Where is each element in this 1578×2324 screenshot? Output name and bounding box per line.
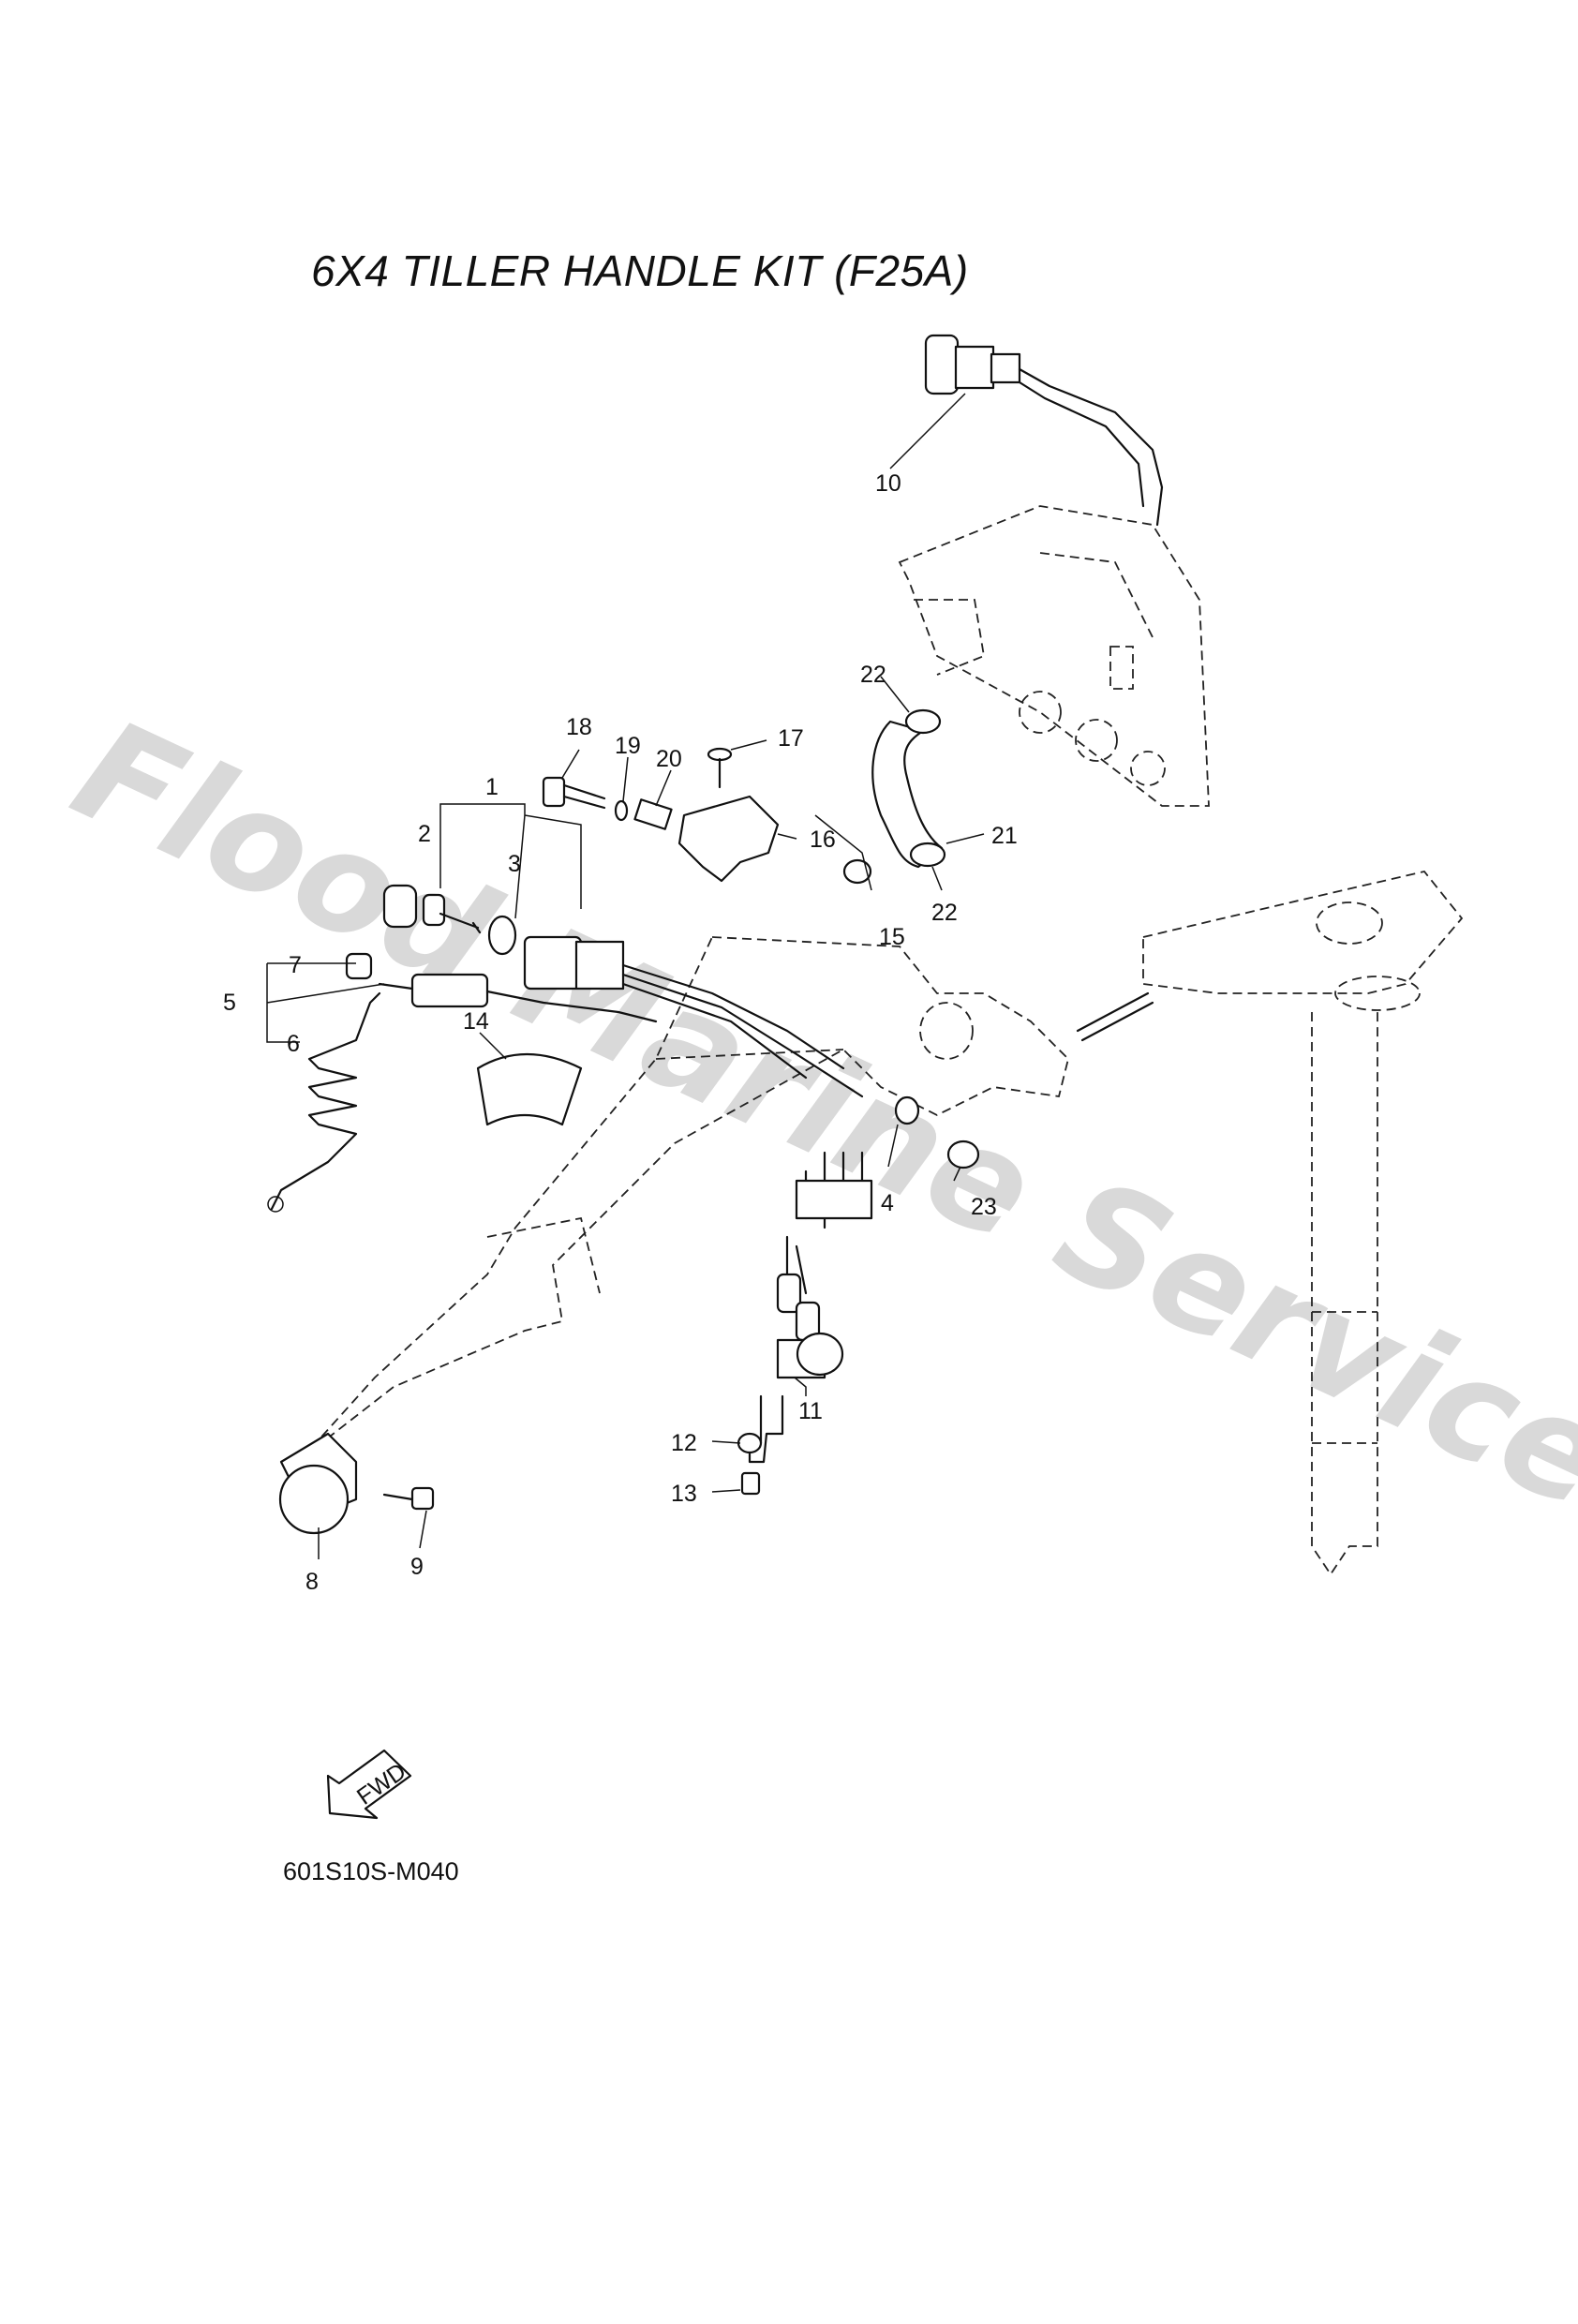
callout-4: 4 [881, 1190, 894, 1216]
callout-2: 2 [418, 821, 431, 847]
leader-lines [266, 393, 985, 1559]
lanyard-cord [267, 991, 381, 1213]
tiller-handle-outline [290, 936, 1069, 1472]
ignition-key [422, 893, 482, 934]
callout-14: 14 [463, 1008, 489, 1035]
callout-19: 19 [615, 733, 641, 759]
self-locking-nut [946, 1140, 980, 1169]
callout-5: 5 [223, 990, 236, 1016]
relay-unit [776, 1332, 844, 1379]
callout-11: 11 [798, 1398, 823, 1424]
throttle-grip [278, 1432, 358, 1535]
engine-stop-switch [345, 952, 658, 1023]
callout-21: 21 [991, 823, 1018, 849]
callout-10: 10 [875, 470, 901, 497]
switch-nut [487, 915, 517, 956]
callout-12: 12 [671, 1430, 697, 1456]
callout-3: 3 [508, 851, 521, 877]
page-title: 6X4 TILLER HANDLE KIT (F25A) [311, 246, 969, 295]
callout-22-upper: 22 [860, 662, 886, 688]
callout-18: 18 [566, 714, 592, 740]
callout-23: 23 [971, 1194, 997, 1220]
screw [707, 747, 733, 789]
callout-16: 16 [810, 827, 836, 853]
fwd-direction-arrow: FWD [326, 1749, 412, 1820]
upper-bracket-outline [898, 505, 1210, 807]
callout-9: 9 [410, 1554, 424, 1580]
ground-screw [740, 1471, 761, 1496]
callout-7: 7 [289, 952, 302, 978]
cable-holder [677, 795, 780, 883]
protector-hose [871, 708, 946, 869]
grommet-cover [476, 1053, 583, 1126]
callout-8: 8 [305, 1569, 319, 1595]
callout-17: 17 [778, 725, 804, 752]
wire-clamp [894, 1095, 920, 1125]
callout-13: 13 [671, 1481, 697, 1507]
steering-shaft-outline [1142, 870, 1464, 1576]
callout-6: 6 [287, 1031, 300, 1057]
steering-stud [1076, 991, 1154, 1042]
callout-20: 20 [656, 746, 682, 772]
throttle-cable [924, 334, 1164, 527]
grip-screw [382, 1486, 435, 1511]
callout-labels: 1 2 3 4 5 6 7 8 9 10 11 12 13 14 15 16 1… [223, 470, 1018, 1595]
callout-22-lower: 22 [931, 900, 958, 926]
cable-clip [842, 858, 872, 885]
washer [737, 1432, 763, 1454]
wire-harness-connectors [776, 1151, 873, 1342]
callout-15: 15 [879, 924, 905, 950]
main-switch-assembly [523, 935, 864, 1098]
key-cap [382, 884, 418, 929]
diagram-code: 601S10S-M040 [283, 1857, 459, 1885]
callout-1: 1 [485, 774, 499, 800]
